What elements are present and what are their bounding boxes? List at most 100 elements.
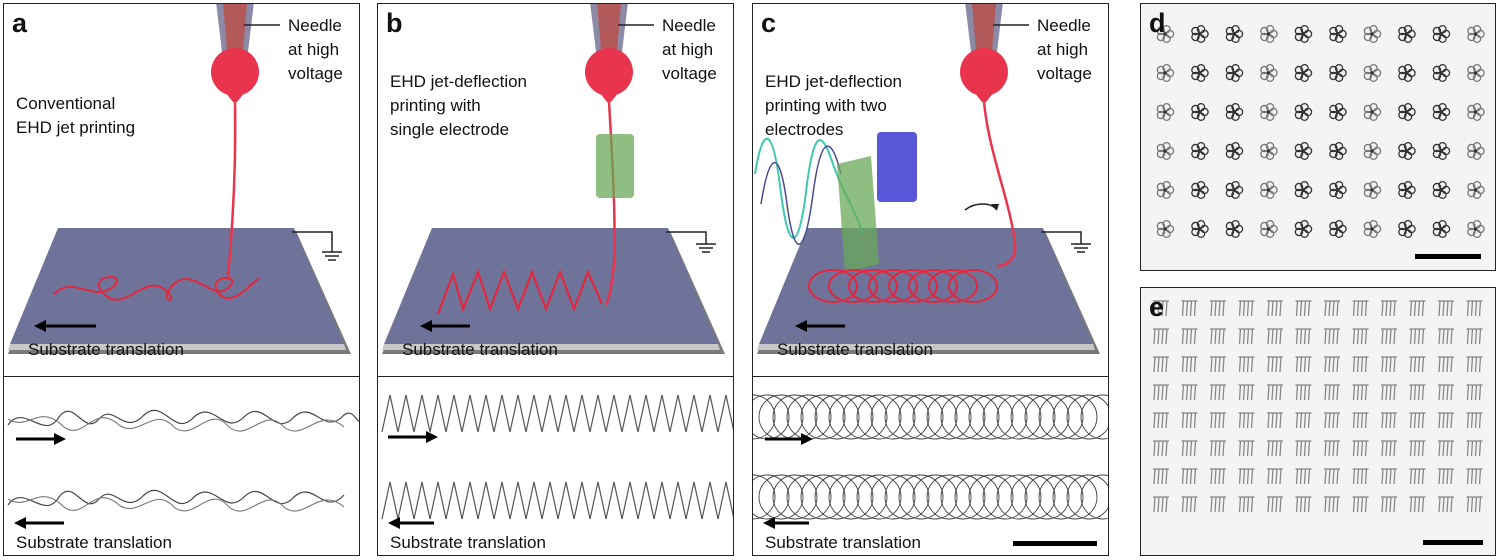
flower-icon [1432, 219, 1451, 239]
comb-icon [1153, 440, 1169, 457]
comb-icon [1466, 384, 1483, 401]
comb-icon [1409, 356, 1426, 373]
flower-icon [1363, 141, 1382, 161]
flower-icon [1467, 24, 1485, 44]
flower-icon [1191, 24, 1209, 44]
loop [772, 474, 818, 520]
flower-icon [1294, 141, 1313, 161]
comb-icon [1210, 496, 1226, 513]
loop [1024, 474, 1070, 520]
comb-icon [1352, 384, 1369, 401]
jet [226, 101, 237, 281]
comb-icon [1238, 468, 1255, 485]
loop [758, 394, 804, 440]
comb-icon [1381, 468, 1397, 485]
loop [982, 394, 1028, 440]
tangled-deposit [53, 276, 260, 301]
jet [982, 101, 1017, 268]
flower-icon [1363, 219, 1382, 239]
loop [856, 394, 902, 440]
scale-bar-e [1423, 540, 1483, 545]
comb-icon [1181, 300, 1198, 317]
flower-icon [1329, 102, 1347, 122]
comb-icon [1438, 496, 1454, 513]
loop [982, 474, 1028, 520]
loop [912, 394, 958, 440]
loop [753, 474, 776, 520]
comb-icon [1210, 384, 1226, 401]
comb-icon [1466, 300, 1483, 317]
panel-b-photo: Substrate translation [377, 376, 734, 556]
loop [926, 394, 972, 440]
comb-icon [1153, 328, 1169, 345]
substrate-plate [384, 228, 718, 344]
flower-icon [1294, 219, 1313, 239]
loop [828, 474, 874, 520]
flower-icon [1260, 24, 1278, 44]
loop [1010, 394, 1056, 440]
flower-icon [1432, 102, 1451, 122]
comb-icon [1352, 328, 1369, 345]
comb-icon [1295, 384, 1312, 401]
loop [1052, 394, 1098, 440]
panel-label-e: e [1149, 292, 1165, 322]
flower-icon [1467, 219, 1485, 239]
comb-icon [1438, 300, 1454, 317]
loop [870, 474, 916, 520]
flower-icon [1156, 180, 1175, 200]
photo-b-drawing [381, 394, 733, 529]
comb-icon [1324, 496, 1340, 513]
comb-icon [1409, 440, 1426, 457]
comb-icon [1352, 496, 1369, 513]
comb-icon [1181, 468, 1198, 485]
photo-substrate-label-a: Substrate translation [16, 533, 172, 552]
comb-icon [1267, 384, 1283, 401]
comb-icon [1238, 356, 1255, 373]
substrate-label-b: Substrate translation [402, 340, 558, 359]
comb-icon [1238, 300, 1255, 317]
flower-icon [1260, 102, 1278, 122]
comb-icon [1352, 356, 1369, 373]
comb-icon [1210, 300, 1226, 317]
flower-icon [1329, 219, 1347, 239]
loop [898, 394, 944, 440]
comb-icon [1438, 468, 1454, 485]
flower-icon [1467, 102, 1485, 122]
loop [968, 394, 1014, 440]
substrate-plate [759, 228, 1093, 344]
schematic-b-drawing [382, 4, 725, 354]
loop [926, 474, 972, 520]
comb-icon [1324, 328, 1340, 345]
comb-icon [1438, 412, 1454, 429]
comb-icon [1409, 412, 1426, 429]
comb-icon [1181, 496, 1198, 513]
comb-icon [1381, 412, 1397, 429]
flower-icon [1329, 141, 1347, 161]
comb-icon [1352, 300, 1369, 317]
loop [753, 394, 790, 440]
flower-icon [1363, 24, 1382, 44]
loop [800, 394, 846, 440]
flower-icon [1191, 63, 1209, 83]
comb-icon [1153, 412, 1169, 429]
loop [1038, 474, 1084, 520]
flower-icon [1260, 180, 1278, 200]
panel-label-a: a [12, 8, 28, 38]
loop [814, 394, 860, 440]
comb-icon [1409, 328, 1426, 345]
flower-icon [1191, 102, 1209, 122]
comb-icon [1352, 440, 1369, 457]
photo-substrate-label-c: Substrate translation [765, 533, 921, 552]
comb-icon [1438, 440, 1454, 457]
flower-icon [1294, 180, 1313, 200]
loop [1024, 394, 1070, 440]
loop [772, 394, 818, 440]
comb-icon [1409, 496, 1426, 513]
comb-icon [1381, 496, 1397, 513]
loop [814, 474, 860, 520]
needle-label-a: Needle at high voltage [288, 16, 343, 83]
sine-deposit [436, 268, 604, 315]
comb-icon [1409, 384, 1426, 401]
comb-icon [1295, 356, 1312, 373]
comb-icon [1295, 468, 1312, 485]
